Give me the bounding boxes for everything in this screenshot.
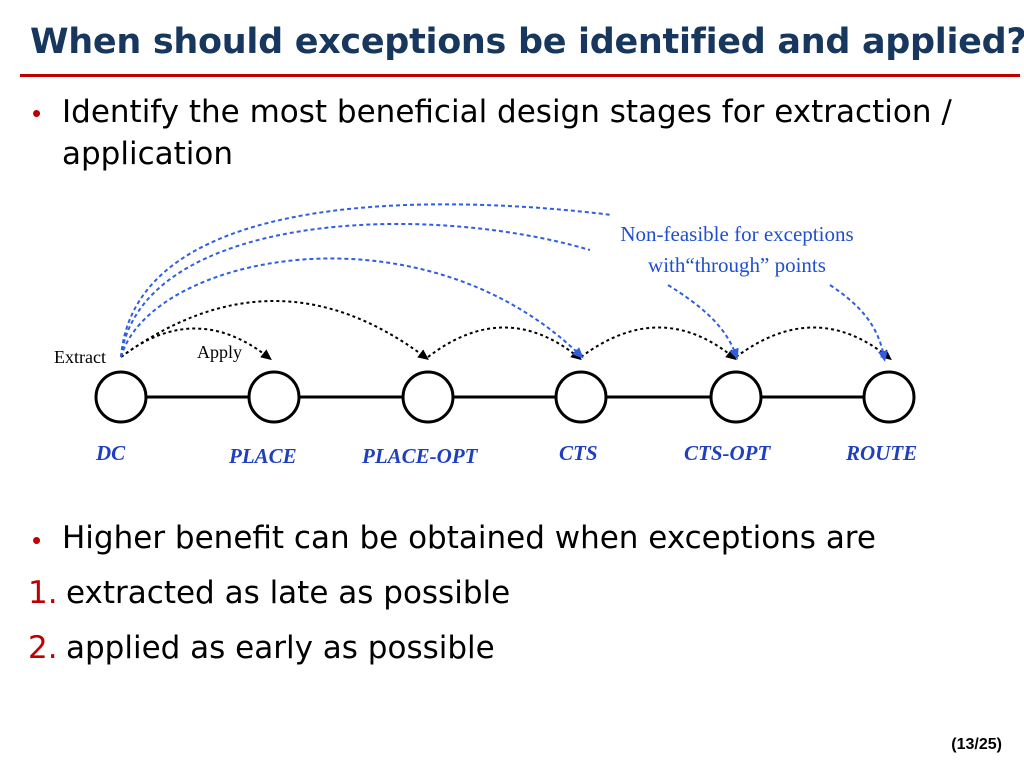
apply-label: Apply	[197, 342, 242, 362]
list-number-2: 2.	[28, 630, 58, 666]
arrow-place-opt-to-cts	[427, 326, 582, 361]
list-item-1: extracted as late as possible	[66, 575, 511, 611]
slide-title: When should exceptions be identified and…	[30, 22, 1024, 62]
arrow-dc-to-place-opt	[120, 300, 430, 360]
arrow-cts-to-cts-opt	[580, 326, 737, 361]
list-item-2: applied as early as possible	[66, 630, 495, 666]
stage-node-cts	[554, 370, 608, 424]
stage-label-dc: DC	[96, 441, 126, 465]
bullet-1-line-1: Identify the most beneficial design stag…	[62, 94, 952, 130]
stage-node-place-opt	[401, 370, 455, 424]
arrow-dc-to-place	[120, 327, 272, 361]
bullet-marker: •	[32, 98, 42, 128]
stage-label-route: ROUTE	[846, 441, 918, 465]
page-number: (13/25)	[951, 736, 1002, 753]
extract-label: Extract	[54, 347, 106, 367]
note-line-1: Non-feasible for exceptions	[620, 222, 854, 246]
stage-label-place-opt: PLACE-OPT	[362, 444, 478, 468]
bullet-marker: •	[32, 525, 42, 555]
list-number-1: 1.	[28, 575, 58, 611]
arrow-note-to-route	[829, 284, 888, 362]
note-line-2: with“through” points	[648, 253, 826, 277]
arrow-cts-opt-to-route	[735, 326, 892, 361]
non-feasible-note: Non-feasible for exceptions with“through…	[592, 219, 882, 281]
stage-label-cts-opt: CTS-OPT	[684, 441, 771, 465]
stage-node-route	[862, 370, 916, 424]
arrow-dc-to-cts	[120, 257, 584, 359]
bullet-1-line-2: application	[62, 136, 233, 172]
arrow-dc-to-cts-opt-upper	[120, 222, 591, 358]
stage-label-cts: CTS	[559, 441, 598, 465]
title-divider	[20, 74, 1020, 77]
arrow-dc-to-route-upper	[120, 203, 613, 358]
bullet-2: Higher benefit can be obtained when exce…	[62, 520, 876, 556]
stage-node-place	[247, 370, 301, 424]
arrow-note-to-cts-opt	[667, 284, 739, 360]
stage-label-place: PLACE	[229, 444, 297, 468]
stage-node-dc	[94, 370, 148, 424]
stage-node-cts-opt	[709, 370, 763, 424]
